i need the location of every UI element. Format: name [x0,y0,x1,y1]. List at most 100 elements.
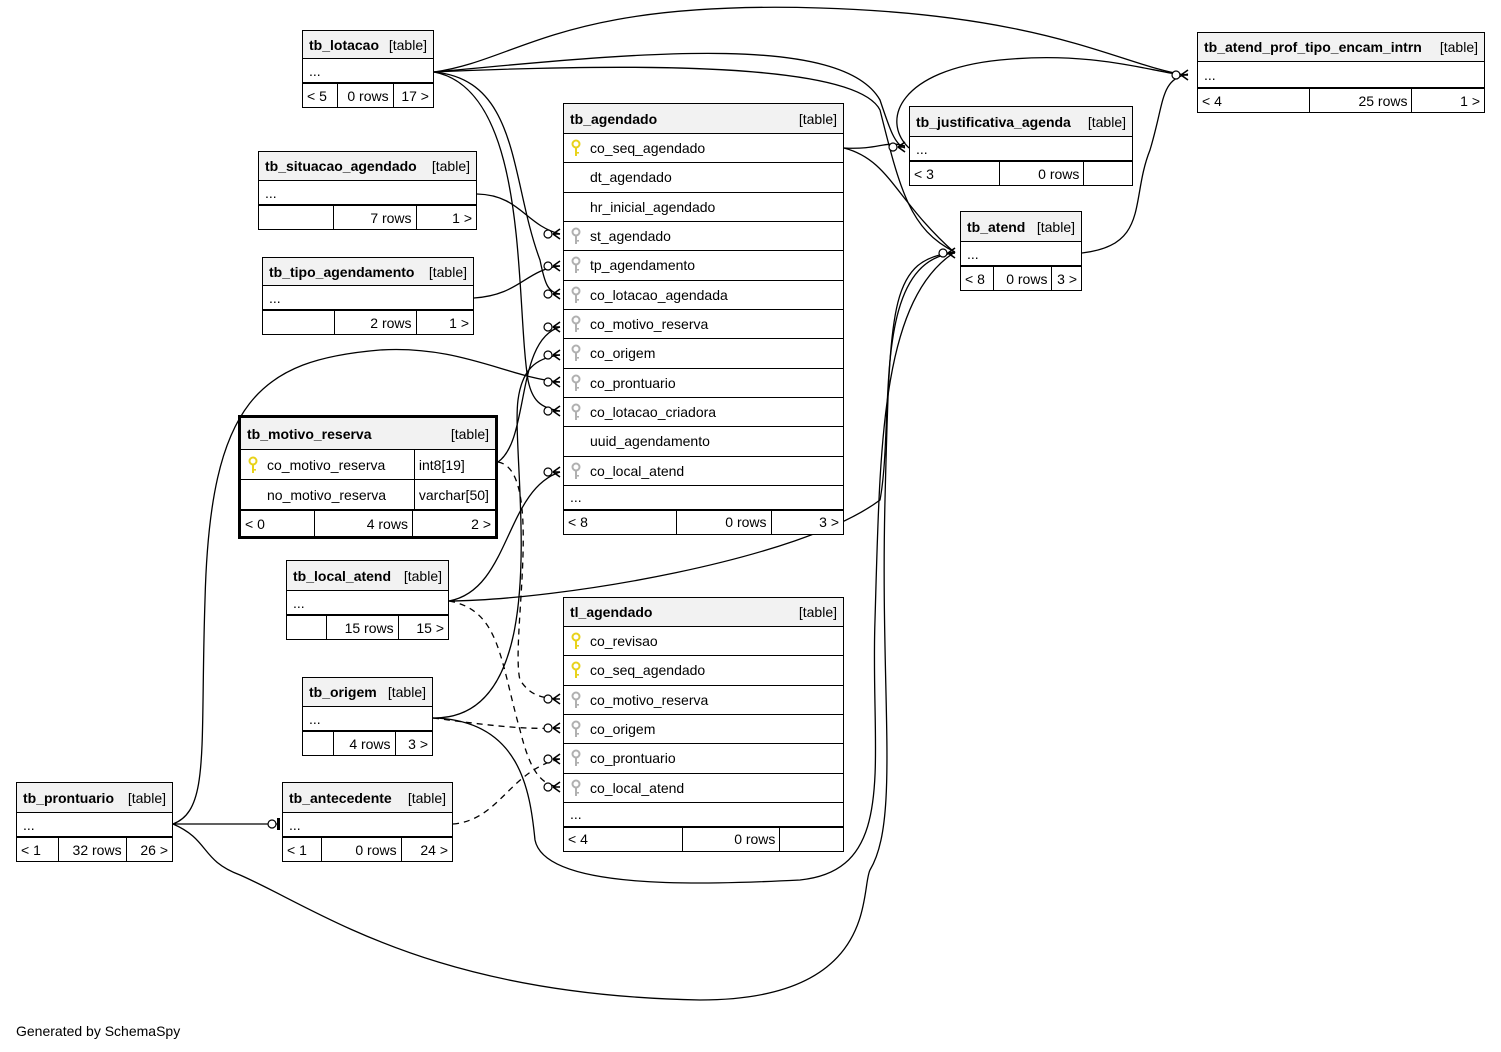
column-row[interactable]: co_local_atend [564,774,843,803]
row-count: 15 rows [327,616,399,639]
parents-count[interactable]: < 4 [564,827,684,851]
column-cell: tp_agendamento [564,256,695,274]
children-count[interactable]: 1 > [452,209,473,226]
ellipsis: ... [570,806,582,823]
table-header: tb_lotacao[table] [303,31,433,59]
table-name[interactable]: tb_origem [309,684,377,700]
table-name[interactable]: tb_atend [967,218,1026,235]
table-name[interactable]: tb_lotacao [309,36,380,53]
more-columns-row[interactable]: ... [17,813,172,837]
foreign-key-icon [571,286,581,303]
children-count[interactable]: 26 > [140,841,168,858]
children-count[interactable]: 1 > [1460,92,1480,109]
more-columns-row[interactable]: ... [303,707,432,731]
parents-count[interactable]: < 5 [303,84,339,107]
column-row[interactable]: co_origem [564,339,843,369]
column-row[interactable]: dt_agendado [564,163,843,193]
more-columns-row[interactable]: ... [287,591,448,615]
parents-count[interactable]: < 3 [910,162,1001,185]
children-count[interactable]: 1 > [449,314,469,331]
edge-lotacao-atend-prof [433,6,1186,76]
parents-count[interactable] [303,732,334,755]
children-count[interactable]: 2 > [471,515,491,532]
parents-count[interactable]: < 1 [17,838,60,861]
more-columns-row[interactable]: ... [910,137,1132,161]
more-columns-row[interactable]: ... [564,803,843,827]
column-row[interactable]: co_motivo_reserva [564,686,843,715]
parents-count[interactable]: < 8 [564,510,678,534]
column-row[interactable]: st_agendado [564,222,843,252]
more-columns-row[interactable]: ... [303,59,433,83]
parents-count[interactable]: < 8 [961,267,994,290]
table-tb-atend-prof-tipo-encam-intrn[interactable]: tb_atend_prof_tipo_encam_intrn[table]...… [1197,32,1485,113]
children-count[interactable]: 3 > [408,735,428,752]
more-columns-row[interactable]: ... [564,486,843,510]
children-count[interactable]: 15 > [416,619,444,636]
table-name[interactable]: tb_atend_prof_tipo_encam_intrn [1204,39,1422,55]
column-row[interactable]: co_lotacao_criadora [564,398,843,428]
edge-origem-atend [432,251,956,884]
column-row[interactable]: co_lotacao_agendada [564,281,843,310]
table-name[interactable]: tb_prontuario [23,789,114,806]
edge-motivo-tl [497,461,561,700]
parents-count[interactable]: < 0 [241,511,316,536]
children-count[interactable]: 17 > [401,87,429,104]
column-name: tp_agendamento [590,257,696,274]
children-count[interactable] [1084,162,1132,185]
children-count[interactable]: 24 > [420,841,448,858]
column-row[interactable]: co_revisao [564,627,843,657]
column-row[interactable]: co_seq_agendado [564,656,843,686]
table-type-tag: [table] [387,684,426,700]
more-columns-row[interactable]: ... [1198,62,1484,88]
table-name[interactable]: tb_situacao_agendado [265,158,417,174]
table-name[interactable]: tb_justificativa_agenda [916,113,1071,130]
column-row[interactable]: uuid_agendamento [564,427,843,457]
column-row[interactable]: hr_inicial_agendado [564,193,843,222]
children-count[interactable]: 3 > [819,514,839,531]
children-count[interactable] [780,828,843,851]
table-tb-motivo-reserva[interactable]: tb_motivo_reserva[table]co_motivo_reserv… [238,415,498,539]
table-name[interactable]: tb_agendado [570,110,658,127]
column-row[interactable]: tp_agendamento [564,251,843,281]
table-name[interactable]: tb_motivo_reserva [247,425,372,442]
table-name[interactable]: tb_tipo_agendamento [269,263,415,280]
more-columns-row[interactable]: ... [961,242,1081,266]
parents-count[interactable]: < 1 [283,838,322,861]
column-row[interactable]: co_local_atend [564,457,843,486]
parents-count[interactable] [287,616,327,639]
row-count: 0 rows [994,267,1053,290]
column-row[interactable]: co_origem [564,715,843,745]
parents-count[interactable] [259,206,335,229]
table-name[interactable]: tl_agendado [570,604,653,620]
column-row[interactable]: co_seq_agendado [564,134,843,164]
parents-count[interactable]: < 4 [1198,89,1311,112]
more-columns-row[interactable]: ... [259,181,476,205]
table-name[interactable]: tb_antecedente [289,789,392,806]
more-columns-row[interactable]: ... [263,286,473,310]
column-row[interactable]: co_motivo_reserva [564,310,843,340]
edge-lotacao-agendada [433,71,561,295]
children-count[interactable]: 3 > [1057,270,1077,287]
parents-count[interactable] [263,311,336,334]
column-row[interactable]: co_prontuario [564,744,843,774]
table-name[interactable]: tb_local_atend [293,567,392,584]
table-header: tb_situacao_agendado[table] [259,152,476,181]
more-columns-row[interactable]: ... [283,813,452,837]
column-row[interactable]: co_prontuario [564,369,843,398]
